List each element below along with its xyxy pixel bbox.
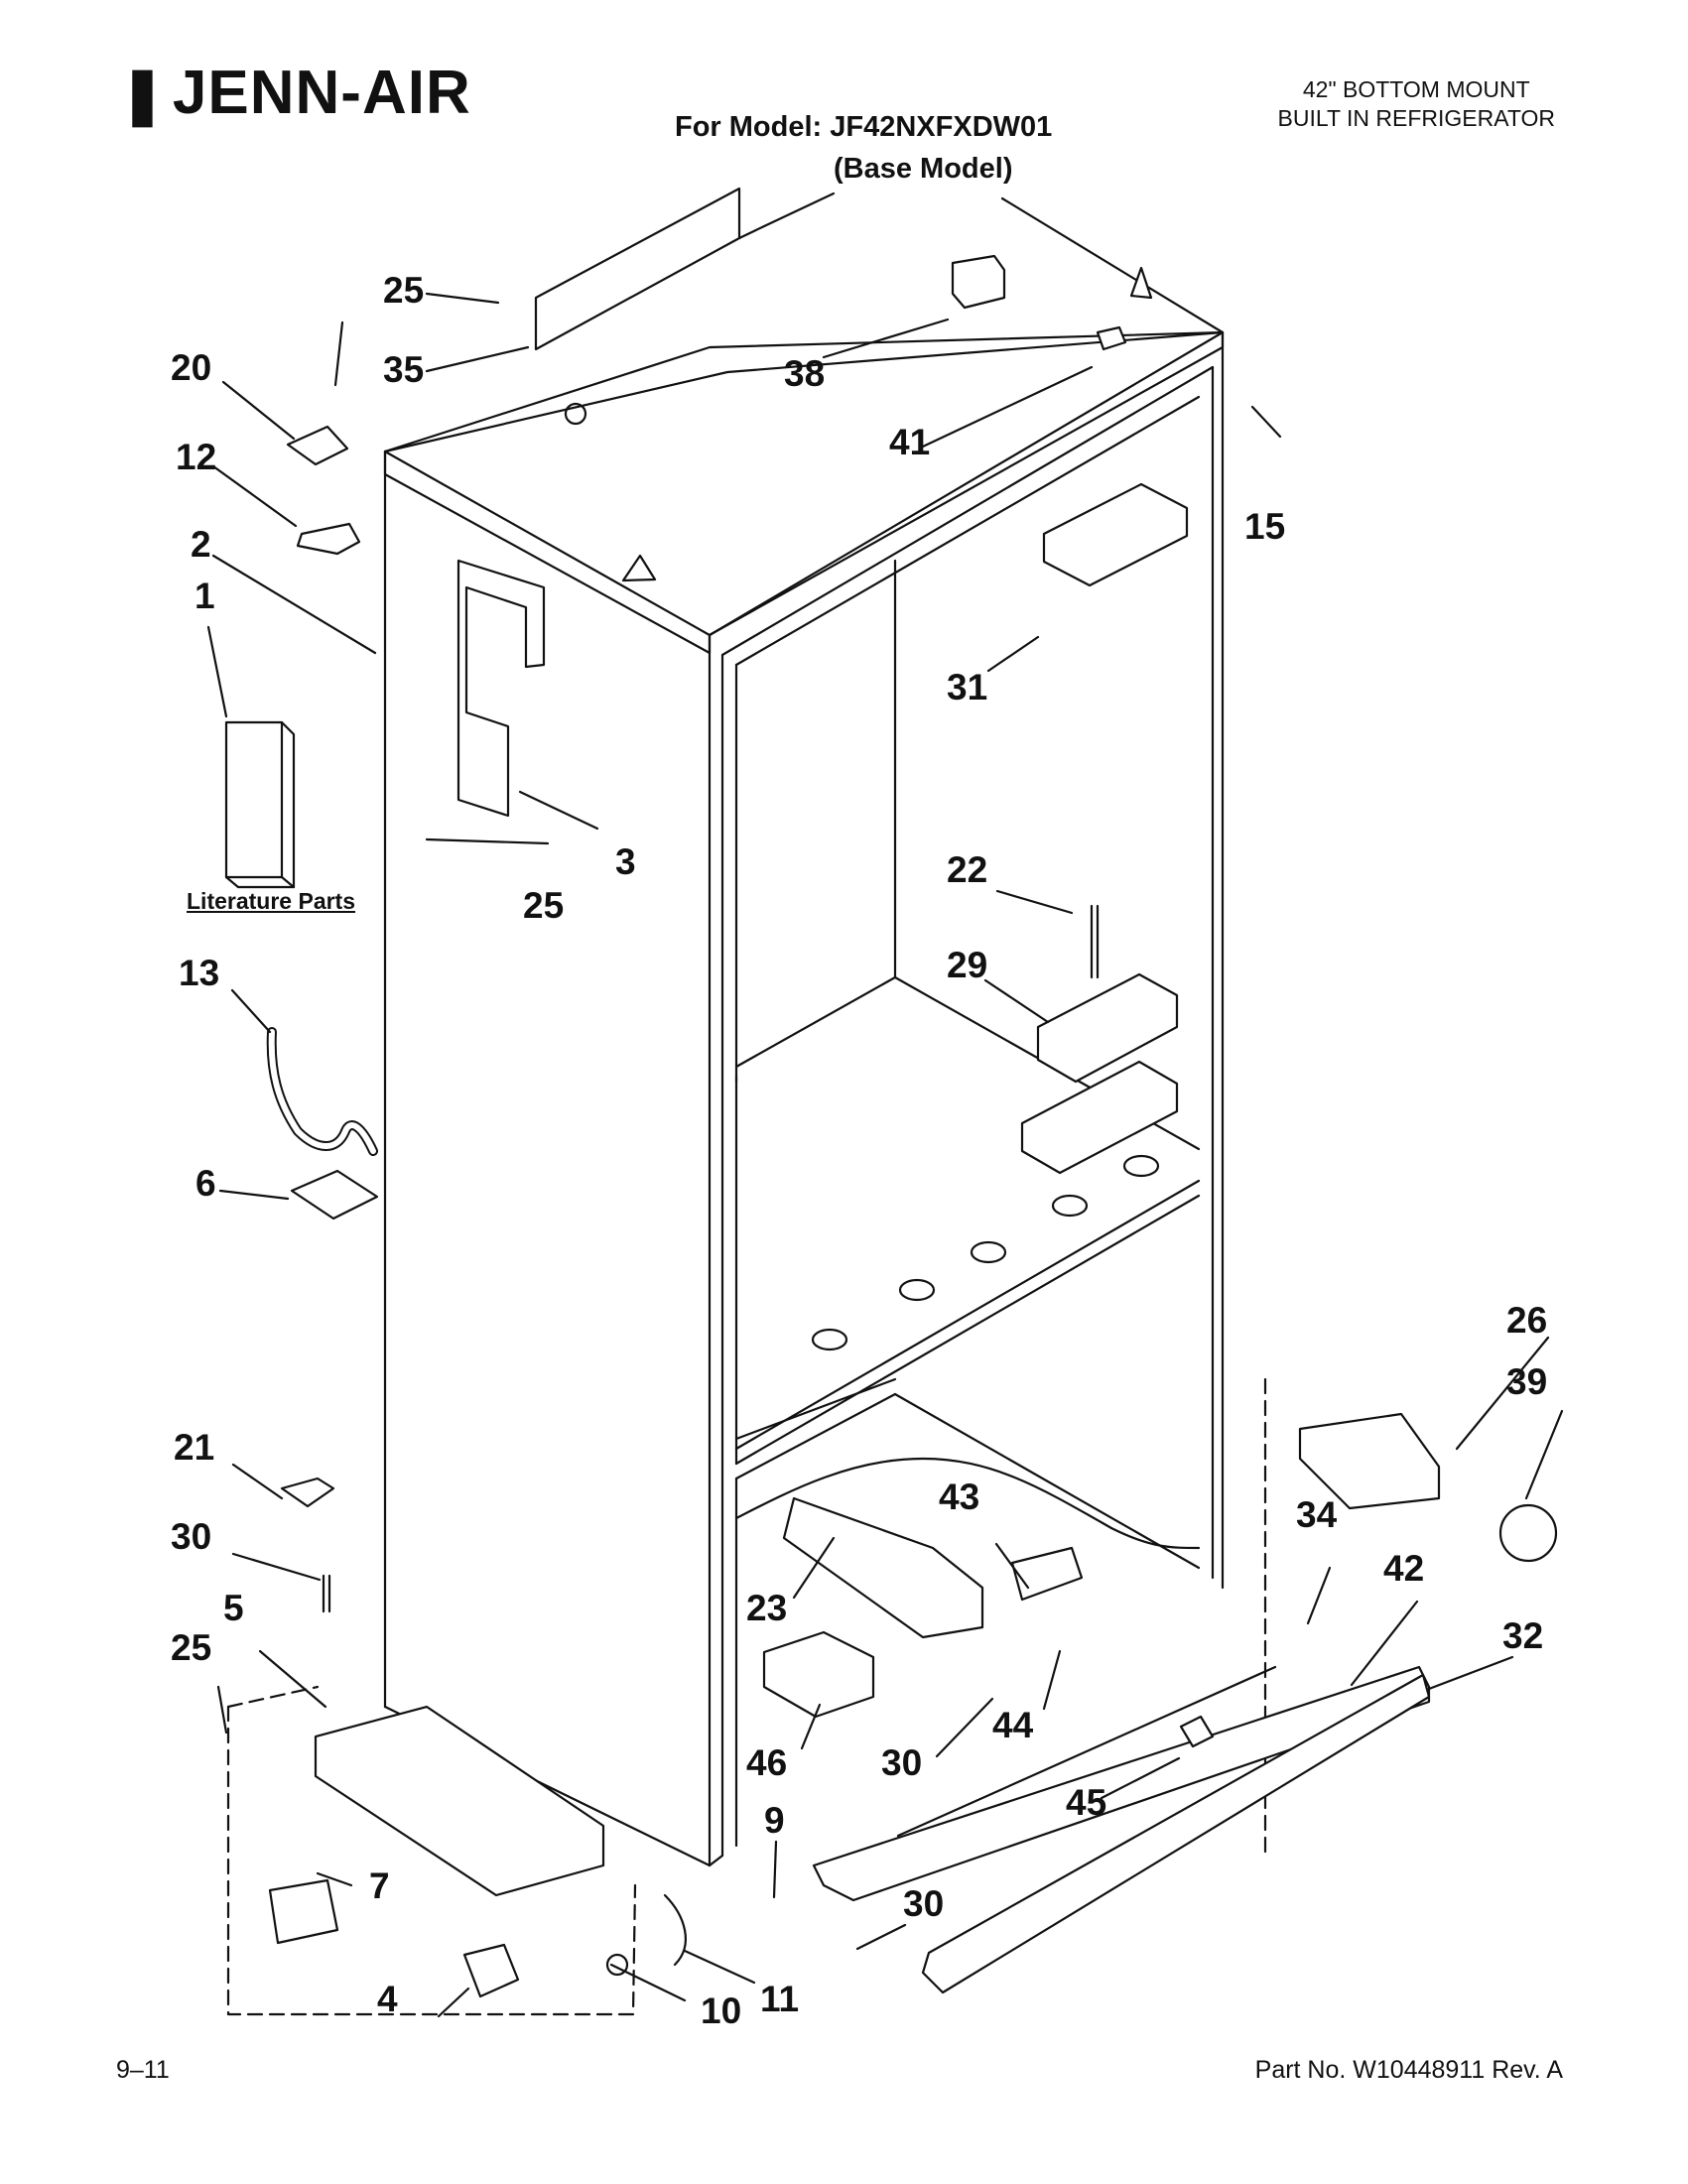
callout-46: 46	[746, 1742, 788, 1783]
callout-6: 6	[195, 1163, 216, 1204]
lower-machine-parts	[762, 1377, 1558, 1858]
callout-34: 34	[1296, 1494, 1338, 1535]
callout-30-mid: 30	[881, 1742, 923, 1783]
callout-26: 26	[1506, 1300, 1548, 1341]
callout-30-left: 30	[171, 1516, 212, 1557]
callout-13: 13	[179, 953, 220, 993]
callout-45: 45	[1066, 1782, 1107, 1823]
callout-30-bottom: 30	[903, 1883, 945, 1924]
callout-12: 12	[176, 437, 217, 477]
literature-book	[224, 720, 296, 889]
callout-22: 22	[947, 849, 988, 890]
callout-25-mid: 25	[523, 885, 565, 926]
brand-mark-icon: ❚	[119, 63, 167, 125]
callout-9: 9	[764, 1800, 785, 1841]
callout-41: 41	[889, 422, 931, 462]
cabinet-body	[383, 187, 1225, 1867]
hinge-brackets	[1020, 482, 1189, 1175]
callout-42: 42	[1383, 1548, 1425, 1589]
callout-32: 32	[1502, 1615, 1544, 1656]
base-frame	[226, 1685, 687, 2016]
product-description: 42" BOTTOM MOUNT BUILT IN REFRIGERATOR	[1278, 75, 1555, 133]
callout-43: 43	[939, 1477, 980, 1517]
callout-4: 4	[377, 1979, 398, 2019]
callout-38: 38	[784, 353, 826, 394]
callout-39: 39	[1506, 1361, 1548, 1402]
side-bracket-plate	[456, 559, 546, 818]
base-model-line: (Base Model)	[834, 153, 1013, 185]
callout-31: 31	[947, 667, 988, 707]
callout-44: 44	[992, 1705, 1034, 1745]
literature-parts-label: Literature Parts	[187, 888, 356, 914]
brand-logo: ❚JENN-AIR	[119, 58, 471, 128]
model-line: For Model: JF42NXFXDW01	[675, 111, 1053, 143]
callout-7: 7	[369, 1865, 390, 1906]
brand-name: JENN-AIR	[172, 59, 471, 127]
callout-29: 29	[947, 945, 988, 985]
callout-23: 23	[746, 1588, 788, 1628]
product-line-1: 42" BOTTOM MOUNT	[1302, 76, 1530, 102]
kick-plate	[812, 1665, 1431, 1994]
callout-1: 1	[195, 576, 215, 616]
left-side-parts	[266, 425, 379, 1613]
callout-2: 2	[191, 524, 211, 565]
callout-25-bottom: 25	[171, 1627, 212, 1668]
callout-20: 20	[171, 347, 212, 388]
callout-21: 21	[174, 1427, 215, 1468]
part-number: Part No. W10448911 Rev. A	[1254, 2056, 1563, 2084]
page-number: 9–11	[116, 2056, 170, 2084]
callout-25-top: 25	[383, 270, 425, 311]
callout-35: 35	[383, 349, 425, 390]
leader-lines	[206, 292, 1564, 2018]
callout-10: 10	[701, 1991, 742, 2031]
callout-5: 5	[223, 1588, 244, 1628]
callout-15: 15	[1244, 506, 1286, 547]
top-components	[564, 254, 1153, 582]
product-line-2: BUILT IN REFRIGERATOR	[1277, 105, 1555, 131]
callout-11: 11	[760, 1979, 800, 2019]
callout-3: 3	[615, 841, 636, 882]
